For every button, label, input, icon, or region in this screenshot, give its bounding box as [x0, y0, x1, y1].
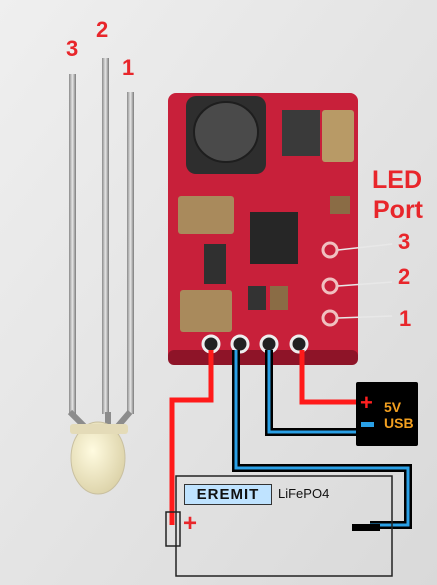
- led-port-pad-2: [321, 277, 339, 295]
- wires: [169, 350, 412, 529]
- led-pin-label-1: 1: [122, 55, 135, 80]
- led-leg-3: [69, 74, 76, 414]
- ic-chip: [250, 212, 298, 264]
- led-component: [67, 58, 134, 495]
- pcb-edge-shadow: [168, 350, 358, 365]
- led-port-number-3: 3: [398, 229, 411, 254]
- small-component: [204, 244, 226, 284]
- led-port-pointers: [337, 243, 393, 319]
- led-port-title-line1: LED: [372, 166, 422, 194]
- capacitor-top-right: [322, 110, 354, 162]
- capacitor-left-1: [178, 196, 234, 234]
- led-port-number-1: 1: [399, 306, 412, 331]
- wire-red-battery: [169, 350, 214, 525]
- wire-blue-battery: [234, 350, 410, 527]
- led-port-number-2: 2: [398, 264, 411, 289]
- resistor-1: [248, 286, 266, 310]
- input-pad-1: [201, 334, 221, 354]
- led-pin-label-3: 3: [66, 36, 79, 61]
- led-port-pad-3: [321, 241, 339, 259]
- resistor-3: [330, 196, 350, 214]
- resistor-2: [270, 286, 288, 310]
- input-pad-3: [259, 334, 279, 354]
- led-leg-1: [127, 92, 134, 414]
- led-bulb: [70, 421, 126, 495]
- wire-blue-usb: [267, 350, 358, 434]
- led-leg-bend: [67, 409, 133, 429]
- led-pin-label-2: 2: [96, 17, 109, 42]
- battery-body: [175, 475, 393, 577]
- usb-source-label: 5V USB: [384, 399, 414, 431]
- usb-label-voltage: 5V: [384, 399, 402, 415]
- led-port-pad-1: [321, 309, 339, 327]
- usb-plus-symbol: +: [360, 390, 373, 415]
- pcb-board: [168, 93, 358, 365]
- capacitor-left-2: [180, 290, 232, 332]
- battery-terminal: [165, 511, 181, 547]
- inductor-core: [193, 101, 259, 163]
- battery-plus-symbol: +: [183, 510, 198, 537]
- battery-chemistry-label: LiFePO4: [278, 486, 330, 501]
- led-bulb-flange: [70, 424, 128, 434]
- led-leg-2: [102, 58, 109, 414]
- wire-red-usb: [299, 350, 358, 405]
- input-pad-2: [230, 334, 250, 354]
- input-pad-4: [289, 334, 309, 354]
- diode-ss34: [282, 110, 320, 156]
- usb-minus-symbol: [361, 422, 374, 427]
- usb-source-box: [356, 382, 418, 446]
- led-port-title-line2: Port: [373, 196, 423, 224]
- battery-minus-symbol: [352, 524, 380, 531]
- battery-brand-label: EREMIT: [184, 484, 272, 505]
- usb-label-type: USB: [384, 415, 414, 431]
